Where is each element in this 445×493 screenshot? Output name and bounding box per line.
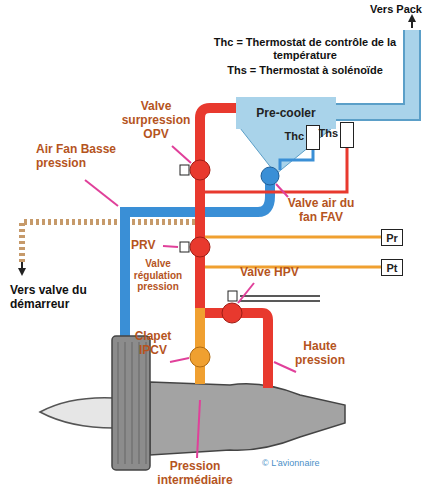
callout-label: Valve régulation pression bbox=[126, 258, 190, 293]
hpv-valve bbox=[222, 303, 242, 323]
leader-line bbox=[172, 146, 191, 163]
fan-blade bbox=[118, 342, 119, 464]
leader-lines bbox=[85, 146, 296, 458]
opv-actuator bbox=[180, 165, 189, 175]
destination-label: Vers Pack bbox=[370, 3, 442, 16]
fan-blade bbox=[132, 342, 133, 464]
opv-valve bbox=[190, 160, 210, 180]
callout-label: Pression intermédiaire bbox=[140, 460, 250, 488]
fan-blade bbox=[139, 342, 140, 464]
fan-blade bbox=[146, 342, 147, 464]
callout-label: Clapet IPCV bbox=[122, 330, 184, 358]
node-label: Thc bbox=[284, 130, 304, 142]
fan-blade bbox=[125, 342, 126, 464]
main-bleed-duct bbox=[200, 108, 238, 310]
hpv-control-line bbox=[240, 295, 320, 297]
ip-duct bbox=[195, 308, 205, 384]
destination-label: Vers valve du démarreur bbox=[10, 284, 122, 312]
pack-arrow bbox=[411, 18, 413, 28]
precooler-box: Pre-cooler bbox=[236, 97, 336, 129]
fan-blades bbox=[118, 342, 146, 464]
thc-line bbox=[280, 150, 313, 170]
node-label: Pt bbox=[387, 262, 398, 274]
callout-label: Valve air du fan FAV bbox=[280, 197, 362, 225]
callout-label: Air Fan Basse pression bbox=[36, 143, 140, 171]
thermostat-box: Thc bbox=[306, 125, 320, 150]
legend-note: Ths = Thermostat à solénoïde bbox=[212, 64, 398, 77]
callout-label: Haute pression bbox=[280, 340, 360, 368]
callout-label: Valve HPV bbox=[240, 266, 320, 280]
watermark: © L'avionnaire bbox=[262, 458, 352, 468]
leader-line bbox=[163, 246, 178, 247]
hp-duct bbox=[205, 313, 268, 388]
leader-line bbox=[274, 362, 296, 372]
legend-note: Thc = Thermostat de contrôle de la tempé… bbox=[212, 36, 398, 61]
callout-label: PRV bbox=[131, 239, 165, 253]
ipcv-valve bbox=[190, 347, 210, 367]
prv-actuator bbox=[180, 242, 189, 252]
leader-line bbox=[197, 400, 200, 458]
callout-label: Valve surpression OPV bbox=[116, 100, 196, 141]
pressure-sensor-box: Pt bbox=[381, 259, 403, 276]
spinner bbox=[40, 398, 114, 428]
leader-line bbox=[276, 184, 288, 197]
node-label: Ths bbox=[318, 127, 338, 139]
leader-line bbox=[170, 358, 189, 362]
starter-arrow bbox=[21, 262, 23, 272]
starter-duct bbox=[22, 222, 195, 262]
node-label: Pr bbox=[386, 232, 398, 244]
pressure-sensor-box: Pr bbox=[381, 229, 403, 246]
prv-valve bbox=[190, 237, 210, 257]
thermostat-box: Ths bbox=[340, 122, 354, 148]
engine-core bbox=[150, 382, 345, 455]
node-label: Pre-cooler bbox=[256, 106, 315, 120]
leader-line bbox=[85, 180, 118, 206]
pr-line bbox=[205, 236, 381, 239]
hpv-control-line bbox=[240, 300, 320, 302]
fav-valve bbox=[261, 167, 279, 185]
hpv-actuator bbox=[228, 291, 237, 301]
leader-line bbox=[238, 283, 254, 303]
